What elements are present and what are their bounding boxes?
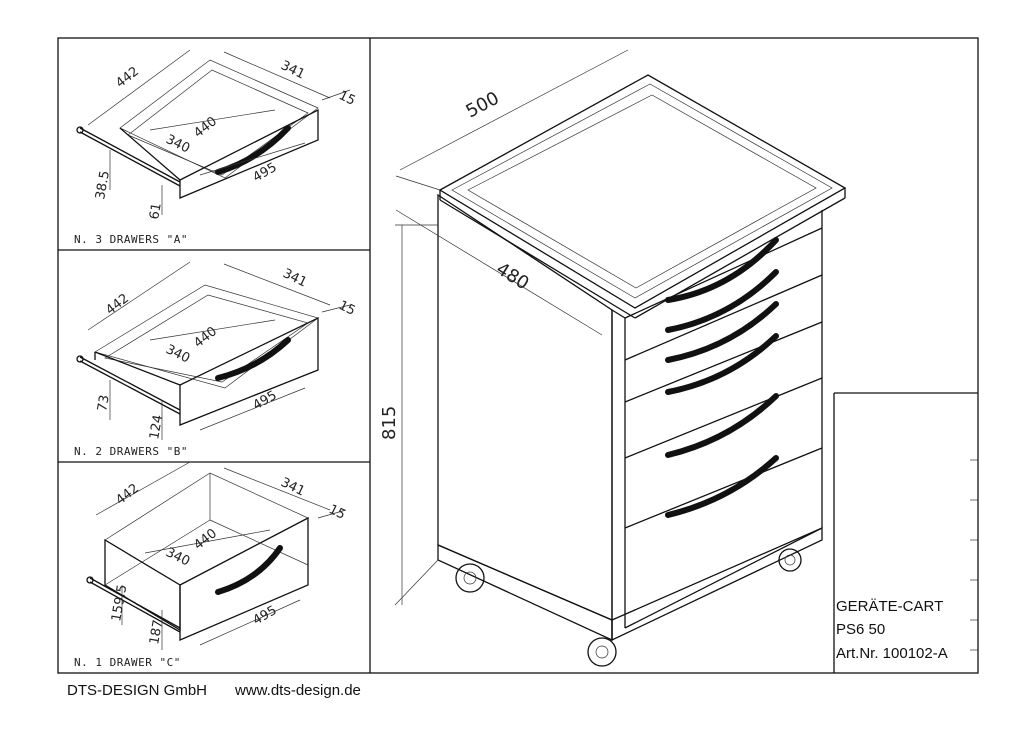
drawer-handle (665, 301, 779, 363)
drawer-b-dim-440: 440 (191, 324, 220, 351)
drawer-a-dim-341: 341 (278, 58, 307, 82)
drawer-c-dim-15: 15 (326, 502, 347, 523)
drawer-c-dim-341: 341 (278, 475, 307, 499)
drawer-a-dim-340: 340 (163, 132, 192, 156)
cart-dim-height: 815 (379, 406, 400, 440)
drawer-c-dim-440: 440 (191, 526, 220, 553)
caster-wheel (778, 548, 802, 572)
title-block (833, 392, 978, 673)
drawer-handle (215, 545, 283, 595)
drawer-c-label: N. 1 DRAWER "C" (74, 656, 181, 669)
drawer-b-dim-height-outer: 73 (95, 394, 113, 413)
drawer-b-label: N. 2 DRAWERS "B" (74, 445, 188, 458)
cart-dim-width: 500 (462, 88, 502, 123)
drawer-handle (215, 337, 291, 381)
drawer-c-dim-height-inner: 187 (147, 619, 166, 646)
drawer-b-dim-341: 341 (280, 266, 309, 290)
drawer-a-dim-height-outer: 38.5 (93, 170, 113, 201)
drawer-a-dim-440: 440 (191, 114, 220, 141)
caster-wheel (587, 637, 617, 667)
title-model: PS6 50 (836, 621, 885, 638)
drawer-a-dim-height-inner: 61 (147, 202, 165, 221)
drawer-a-view (76, 49, 351, 215)
drawer-handle (665, 237, 779, 303)
drawer-c-dim-height-outer: 159.5 (109, 583, 130, 622)
footer-website: www.dts-design.de (234, 682, 361, 699)
drawer-b-view (76, 261, 351, 440)
drawer-b-dim-442: 442 (103, 291, 132, 318)
drawer-a-dim-442: 442 (113, 64, 142, 91)
drawer-b-dim-15: 15 (336, 298, 357, 319)
drawer-handle (665, 393, 779, 458)
drawer-c-dim-495: 495 (251, 603, 280, 628)
drawer-c-dim-442: 442 (113, 481, 142, 508)
drawer-a-dim-495: 495 (251, 160, 280, 185)
drawing-frame (57, 37, 979, 674)
drawer-handle (665, 269, 779, 333)
title-article-number: Art.Nr. 100102-A (836, 645, 948, 662)
title-product: GERÄTE-CART (836, 598, 943, 615)
drawer-b-dim-340: 340 (163, 342, 192, 366)
drawer-b-dim-height-inner: 124 (147, 414, 166, 441)
drawer-handle (215, 125, 291, 175)
drawer-c-dim-340: 340 (163, 545, 192, 569)
caster-wheel (455, 563, 485, 593)
drawer-a-label: N. 3 DRAWERS "A" (74, 233, 188, 246)
drawer-handle (665, 455, 779, 518)
footer-company: DTS-DESIGN GmbH (67, 682, 207, 699)
drawer-a-dim-15: 15 (336, 88, 357, 109)
cart-isometric-view (394, 49, 847, 667)
drawer-handle (665, 333, 779, 395)
drawer-c-view (86, 461, 347, 650)
drawer-b-dim-495: 495 (251, 388, 280, 413)
